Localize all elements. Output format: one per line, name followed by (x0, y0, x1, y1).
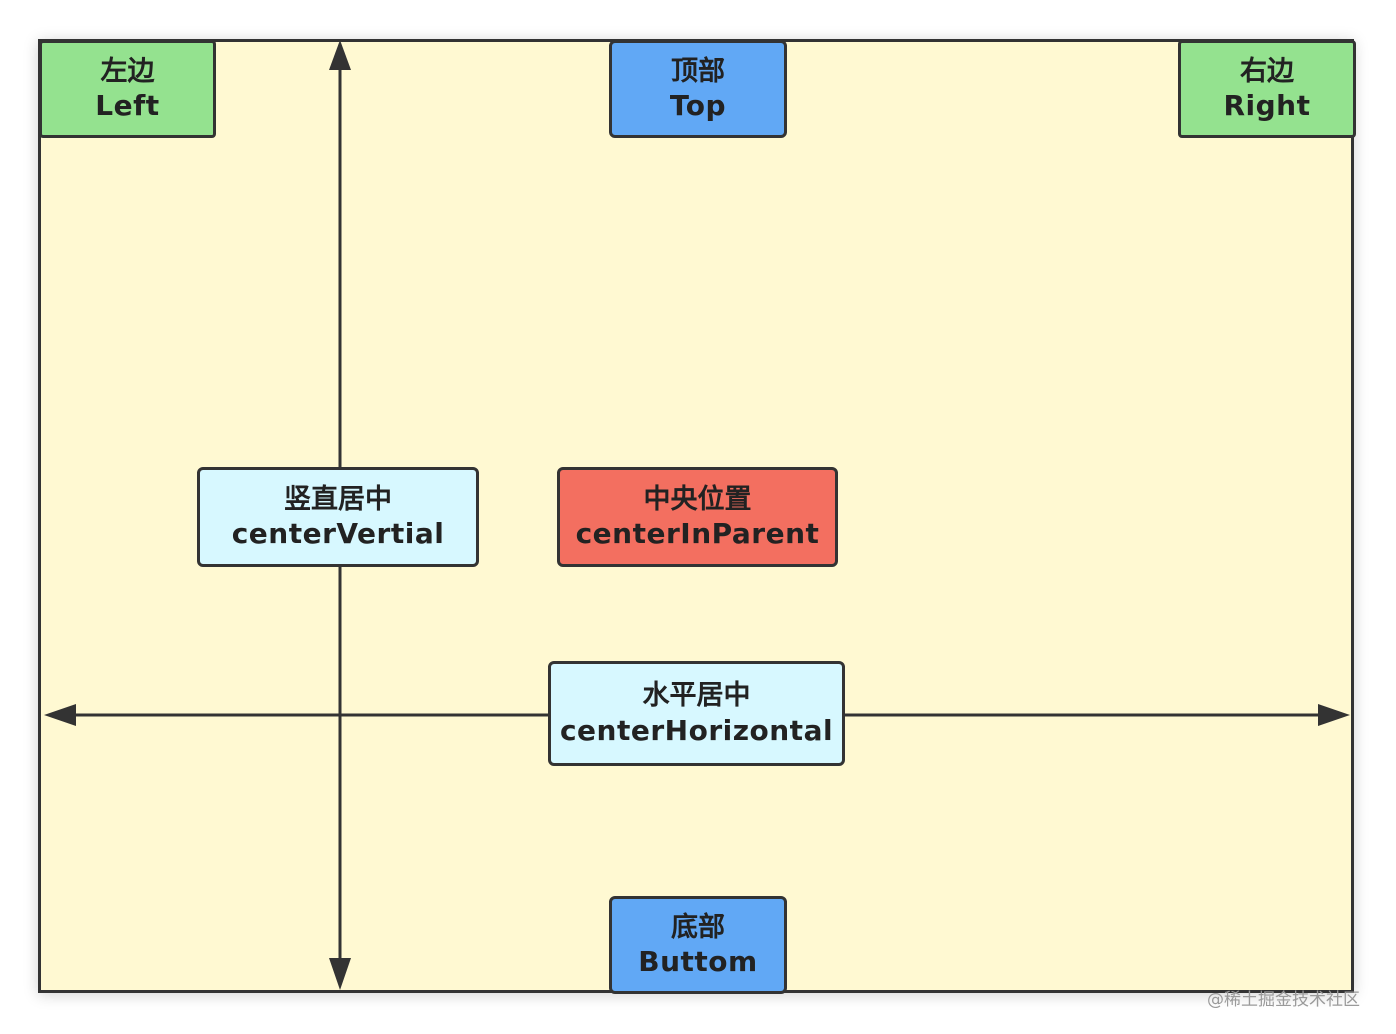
horizontal-axis-right-arrowhead (1318, 704, 1350, 726)
center-horizontal-box: 水平居中 centerHorizontal (548, 661, 845, 766)
horizontal-axis-left-arrowhead (44, 704, 76, 726)
center-horizontal-zh-label: 水平居中 (642, 680, 751, 712)
center-vertical-en-label: centerVertial (231, 517, 445, 551)
right-box: 右边 Right (1178, 40, 1356, 138)
bottom-box-en-label: Buttom (638, 945, 758, 979)
top-box-en-label: Top (669, 89, 727, 123)
vertical-axis-up-arrowhead (329, 40, 351, 70)
right-box-en-label: Right (1223, 89, 1311, 123)
left-box-zh-label: 左边 (100, 55, 155, 87)
watermark: @稀土掘金技术社区 (1207, 990, 1360, 1010)
bottom-box: 底部 Buttom (609, 896, 787, 994)
center-vertical-box: 竖直居中 centerVertial (197, 467, 479, 567)
right-box-zh-label: 右边 (1240, 55, 1294, 87)
center-in-parent-zh-label: 中央位置 (643, 483, 752, 515)
top-box: 顶部 Top (609, 40, 787, 138)
center-in-parent-en-label: centerInParent (575, 517, 820, 551)
top-box-zh-label: 顶部 (671, 55, 725, 87)
center-horizontal-en-label: centerHorizontal (559, 713, 834, 747)
vertical-axis-down-arrowhead (329, 958, 351, 990)
center-vertical-zh-label: 竖直居中 (284, 483, 392, 515)
center-in-parent-box: 中央位置 centerInParent (557, 467, 838, 567)
left-box-en-label: Left (95, 89, 160, 123)
bottom-box-zh-label: 底部 (671, 911, 725, 943)
left-box: 左边 Left (39, 40, 216, 138)
